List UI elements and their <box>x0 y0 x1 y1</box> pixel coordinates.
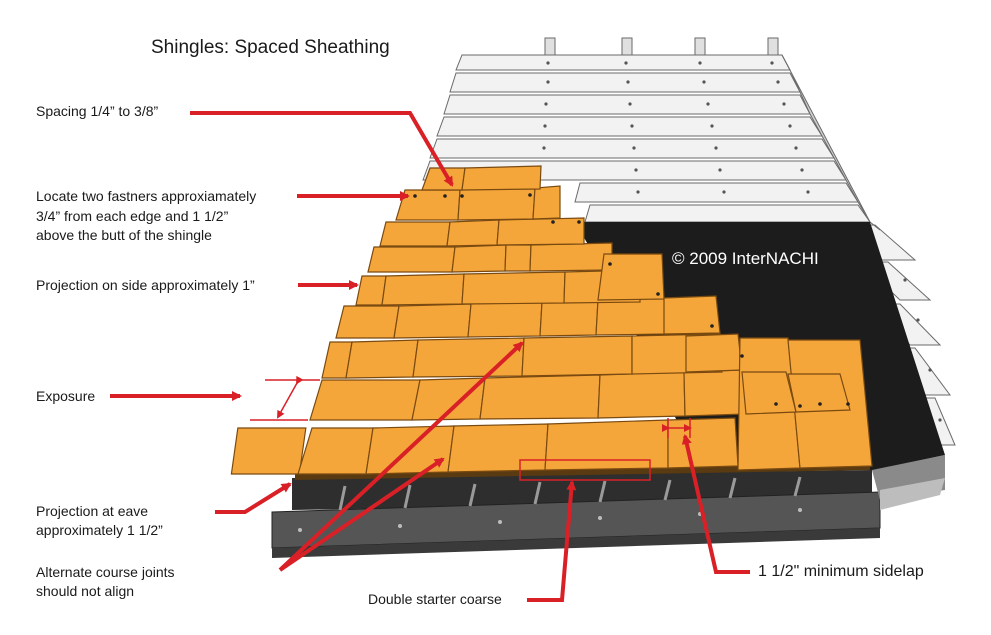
label-sidelap: 1 1/2" minimum sidelap <box>758 563 924 580</box>
label-projection-eave-line2: approximately 1 1/2” <box>36 522 163 538</box>
arrow-alternate-1 <box>278 341 524 572</box>
copyright-text: © 2009 InterNACHI <box>672 249 819 268</box>
arrow-alternate-2 <box>278 457 445 572</box>
arrow-projection-eave <box>215 482 292 514</box>
label-fasteners-line2: 3/4” from each edge and 1 1/2” <box>36 208 229 224</box>
label-projection-side: Projection on side approximately 1” <box>36 277 255 293</box>
starter-highlight-box <box>519 459 651 481</box>
label-alternate-line1: Alternate course joints <box>36 564 175 580</box>
label-fasteners-line1: Locate two fastners approxiamately <box>36 188 257 204</box>
arrow-starter <box>527 480 577 602</box>
label-spacing: Spacing 1/4” to 3/8” <box>36 103 159 119</box>
arrow-sidelap <box>681 434 750 574</box>
callout-arrows <box>110 111 750 602</box>
sidelap-dimension <box>662 418 692 438</box>
arrow-spacing <box>190 111 454 187</box>
label-projection-eave-line1: Projection at eave <box>36 503 149 519</box>
sheathing-nails <box>542 61 942 422</box>
label-exposure: Exposure <box>36 388 96 404</box>
label-double-starter: Double starter coarse <box>368 591 502 607</box>
eave-fascia <box>271 455 945 558</box>
label-fasteners-line3: above the butt of the shingle <box>36 227 212 243</box>
label-alternate-line2: should not align <box>36 583 135 599</box>
diagram-title: Shingles: Spaced Sheathing <box>151 37 390 58</box>
shingle-nails <box>413 193 850 408</box>
exposure-dimension <box>250 375 320 421</box>
